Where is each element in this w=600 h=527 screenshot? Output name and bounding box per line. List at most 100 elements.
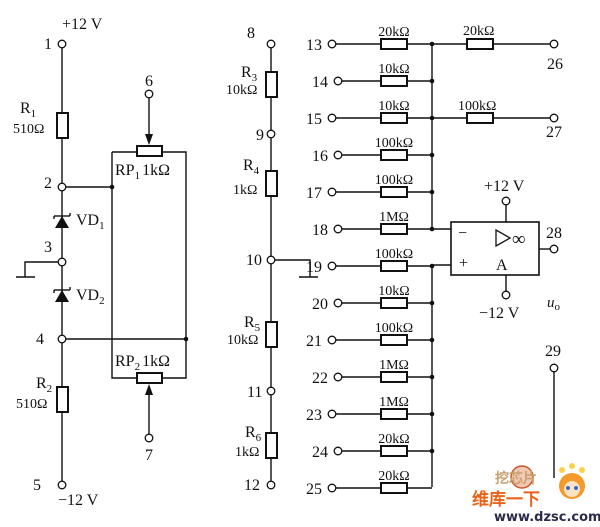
resistor-input-14 [380, 75, 408, 87]
potentiometer-rp2 [136, 372, 163, 384]
r2-value: 510Ω [16, 397, 47, 412]
terminal-10-label: 10 [246, 252, 262, 269]
resistor-input-23 [380, 408, 408, 420]
terminal-4-label: 4 [36, 331, 44, 348]
opamp-noninverting-sign: + [459, 255, 468, 272]
terminal-22[interactable] [333, 372, 343, 382]
r6-label: R6 [245, 424, 262, 444]
mascot-icon [559, 463, 585, 499]
left-divider-network: +12 V 1 R1 510Ω 2 VD1 3 [13, 16, 189, 509]
resistor-input-13 [380, 38, 408, 50]
resistor-input-14-value: 10kΩ [378, 62, 409, 77]
terminal-8[interactable] [266, 39, 276, 49]
terminal-10[interactable] [266, 255, 276, 265]
terminal-19-label: 19 [306, 259, 322, 276]
opamp-supply-positive-terminal[interactable] [501, 196, 511, 206]
terminal-29[interactable] [549, 363, 559, 373]
resistor-input-17 [380, 186, 408, 198]
resistor-input-18-value: 1MΩ [379, 210, 409, 225]
resistor-input-18 [380, 223, 408, 235]
resistor-input-20-value: 10kΩ [378, 284, 409, 299]
terminal-14[interactable] [333, 76, 343, 86]
resistor-input-25 [380, 482, 408, 494]
terminal-11[interactable] [266, 386, 276, 396]
terminal-23[interactable] [327, 409, 337, 419]
terminal-1[interactable] [57, 39, 67, 49]
resistor-feedback-26 [466, 38, 494, 50]
watermark-logo-icon [510, 465, 534, 489]
terminal-27-label: 27 [546, 124, 562, 141]
zener-diode-vd2-icon [53, 287, 71, 302]
resistor-input-22 [380, 371, 408, 383]
resistor-r4 [265, 170, 278, 197]
wire [275, 259, 311, 277]
opamp-gain-symbol: ∞ [512, 229, 526, 250]
input-resistor-ladder: 1320kΩ1410kΩ1510kΩ16100kΩ17100kΩ181MΩ191… [306, 25, 435, 498]
r4-label: R4 [243, 157, 260, 177]
terminal-4[interactable] [57, 334, 67, 344]
terminal-6[interactable] [144, 89, 154, 99]
terminal-21[interactable] [327, 335, 337, 345]
r5-value: 10kΩ [227, 333, 258, 348]
terminal-24[interactable] [333, 446, 343, 456]
resistor-input-13-value: 20kΩ [378, 25, 409, 40]
terminal-26[interactable] [549, 39, 559, 49]
ladder-row: 14 10kΩ [312, 62, 435, 91]
resistor-r5 [265, 321, 278, 348]
feedback-resistors: 20kΩ 26 100kΩ 27 [432, 24, 563, 141]
terminal-22-label: 22 [312, 370, 328, 387]
watermark-line2: 维库一下 [472, 489, 540, 510]
terminal-21-label: 21 [306, 333, 322, 350]
terminal-25[interactable] [327, 483, 337, 493]
r2-label: R2 [36, 375, 52, 395]
feedback-27-value: 100kΩ [458, 99, 496, 114]
terminal-27[interactable] [549, 113, 559, 123]
resistor-r3 [265, 71, 278, 98]
wire [24, 261, 58, 277]
terminal-13[interactable] [327, 39, 337, 49]
r6-value: 1kΩ [235, 445, 259, 460]
terminal-3-label: 3 [44, 239, 52, 256]
terminal-11-label: 11 [247, 384, 262, 401]
r1-label: R1 [20, 100, 36, 120]
watermark: 挖芯片 维库一下 www.dzsc.com [472, 463, 600, 525]
terminal-17[interactable] [327, 187, 337, 197]
terminal-20[interactable] [333, 298, 343, 308]
terminal-5[interactable] [57, 480, 67, 490]
resistor-input-25-value: 20kΩ [378, 469, 409, 484]
terminal-7-label: 7 [145, 447, 153, 464]
terminal-28[interactable] [549, 244, 559, 254]
terminal-18-label: 18 [312, 222, 328, 239]
terminal-7[interactable] [144, 433, 154, 443]
opamp-supply-positive-label: +12 V [484, 178, 525, 195]
opamp-supply-negative-terminal[interactable] [501, 290, 511, 300]
resistor-input-21-value: 100kΩ [375, 321, 413, 336]
terminal-2[interactable] [57, 182, 67, 192]
terminal-12[interactable] [266, 480, 276, 490]
terminal-19[interactable] [327, 261, 337, 271]
feedback-26-value: 20kΩ [463, 24, 494, 39]
terminal-16[interactable] [333, 150, 343, 160]
supply-positive-label: +12 V [62, 16, 103, 33]
terminal-3[interactable] [57, 257, 67, 267]
resistor-r6 [265, 432, 278, 459]
r3-value: 10kΩ [226, 83, 257, 98]
terminal-14-label: 14 [312, 74, 328, 91]
opamp-name: A [496, 257, 508, 274]
watermark-line1: 挖芯片 [495, 470, 537, 487]
middle-resistor-chain: 8 R3 10kΩ 9 R4 1kΩ 10 R5 10kΩ 11 R6 1kΩ … [226, 25, 318, 494]
terminal-9[interactable] [266, 129, 276, 139]
terminal-26-label: 26 [547, 56, 563, 73]
terminal-15[interactable] [327, 113, 337, 123]
vd2-label: VD2 [76, 287, 105, 307]
terminal-18[interactable] [333, 224, 343, 234]
opamp-supply-negative-label: −12 V [479, 305, 520, 322]
r1-value: 510Ω [13, 122, 44, 137]
